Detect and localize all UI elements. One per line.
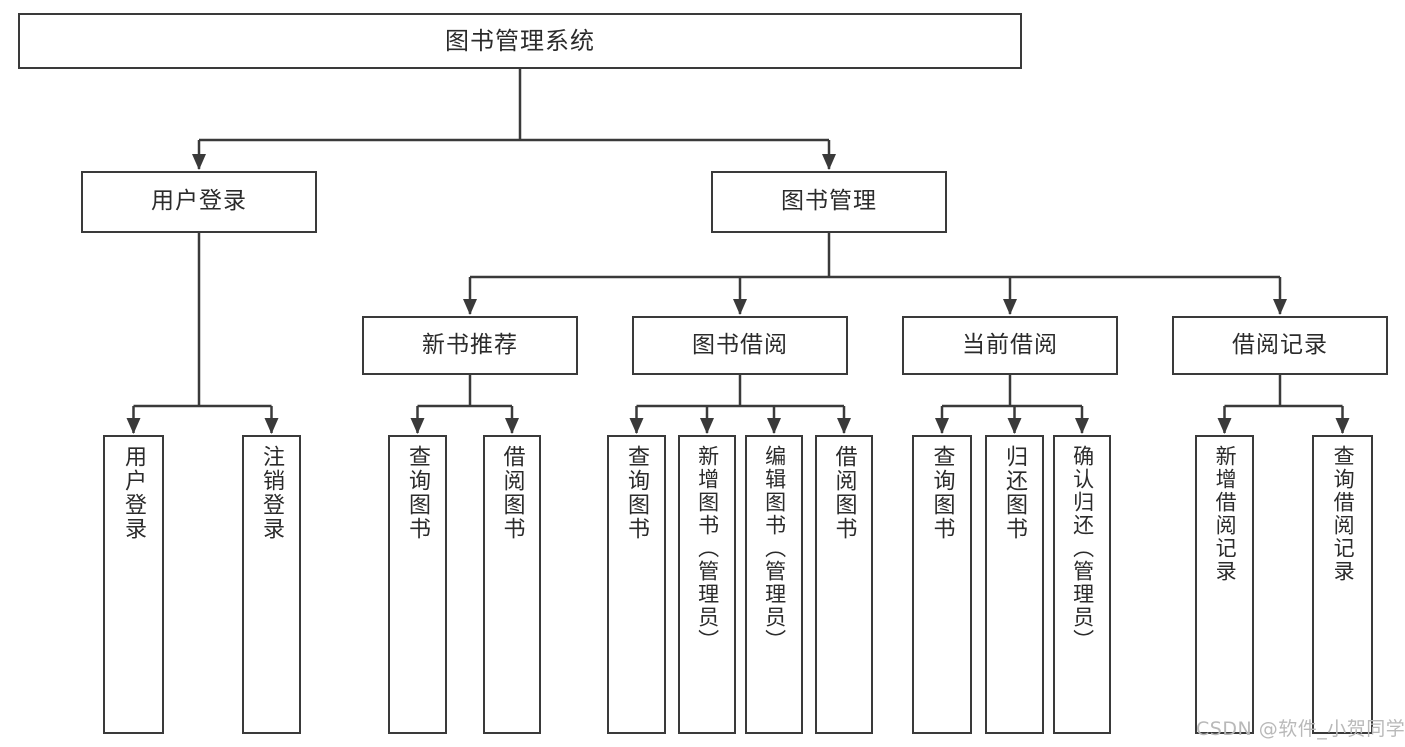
node-label: 图书借阅: [692, 331, 788, 358]
leaf-node-12[interactable]: 查询借阅记录: [1312, 435, 1373, 734]
leaf-node-3[interactable]: 借阅图书: [483, 435, 541, 734]
level3-node-0[interactable]: 新书推荐: [362, 316, 578, 375]
leaf-node-5[interactable]: 新增图书（管理员）: [678, 435, 736, 734]
node-label: 新书推荐: [422, 331, 518, 358]
csdn-watermark: CSDN @软件_小贺同学: [1196, 718, 1405, 740]
leaf-node-9[interactable]: 归还图书: [985, 435, 1044, 734]
leaf-node-11[interactable]: 新增借阅记录: [1195, 435, 1254, 734]
node-label: 查询图书: [405, 445, 431, 541]
root-node-book-management-system[interactable]: 图书管理系统: [18, 13, 1022, 69]
node-label: 图书管理: [781, 188, 877, 215]
node-label: 查询图书: [624, 445, 650, 541]
level2-node-0[interactable]: 用户登录: [81, 171, 317, 233]
node-label: 归还图书: [1002, 445, 1028, 541]
node-label: 确认归还（管理员）: [1070, 445, 1095, 652]
level3-node-3[interactable]: 借阅记录: [1172, 316, 1388, 375]
node-label: 图书管理系统: [445, 26, 595, 55]
node-label: 注销登录: [259, 445, 285, 541]
node-label: 新增图书（管理员）: [695, 445, 720, 652]
node-label: 借阅图书: [831, 445, 857, 541]
node-label: 当前借阅: [962, 331, 1058, 358]
node-label: 编辑图书（管理员）: [762, 445, 787, 652]
leaf-node-0[interactable]: 用户登录: [103, 435, 164, 734]
node-label: 用户登录: [151, 188, 247, 215]
level3-node-2[interactable]: 当前借阅: [902, 316, 1118, 375]
node-label: 用户登录: [121, 445, 147, 541]
leaf-node-10[interactable]: 确认归还（管理员）: [1053, 435, 1111, 734]
level3-node-1[interactable]: 图书借阅: [632, 316, 848, 375]
leaf-node-8[interactable]: 查询图书: [912, 435, 972, 734]
leaf-node-2[interactable]: 查询图书: [388, 435, 447, 734]
leaf-node-7[interactable]: 借阅图书: [815, 435, 873, 734]
level2-node-1[interactable]: 图书管理: [711, 171, 947, 233]
leaf-node-6[interactable]: 编辑图书（管理员）: [745, 435, 803, 734]
node-label: 新增借阅记录: [1213, 445, 1238, 583]
node-label: 查询借阅记录: [1331, 445, 1356, 583]
node-label: 借阅图书: [499, 445, 525, 541]
node-label: 查询图书: [929, 445, 955, 541]
leaf-node-4[interactable]: 查询图书: [607, 435, 666, 734]
leaf-node-1[interactable]: 注销登录: [242, 435, 301, 734]
node-label: 借阅记录: [1232, 331, 1328, 358]
